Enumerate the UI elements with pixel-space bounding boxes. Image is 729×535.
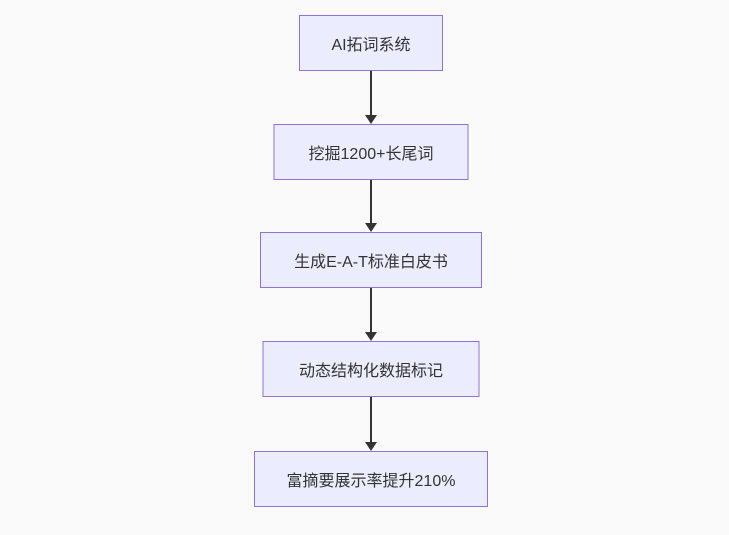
arrowhead-down-icon <box>365 223 377 232</box>
flow-node-label: 挖掘1200+长尾词 <box>308 146 434 163</box>
flow-node-label: 动态结构化数据标记 <box>298 363 443 380</box>
arrowhead-down-icon <box>365 442 377 451</box>
arrowhead-down-icon <box>365 115 377 124</box>
flow-node-label: AI拓词系统 <box>331 37 411 54</box>
flow-arrow-3 <box>364 288 378 341</box>
flow-node-ai-word-expansion: AI拓词系统 <box>299 15 443 71</box>
flow-arrow-2 <box>364 180 378 232</box>
arrow-line <box>370 71 372 115</box>
flow-node-rich-snippet-result: 富摘要展示率提升210% <box>254 451 488 507</box>
flow-node-label: 富摘要展示率提升210% <box>286 473 456 490</box>
flow-node-label: 生成E-A-T标准白皮书 <box>294 254 448 271</box>
flow-arrow-4 <box>364 397 378 451</box>
flow-node-longtail-mining: 挖掘1200+长尾词 <box>273 124 469 180</box>
arrowhead-down-icon <box>365 332 377 341</box>
flow-node-eat-whitepaper: 生成E-A-T标准白皮书 <box>260 232 482 288</box>
flow-node-structured-data-markup: 动态结构化数据标记 <box>262 341 480 397</box>
arrow-line <box>370 288 372 332</box>
flow-arrow-1 <box>364 71 378 124</box>
arrow-line <box>370 397 372 442</box>
arrow-line <box>370 180 372 223</box>
